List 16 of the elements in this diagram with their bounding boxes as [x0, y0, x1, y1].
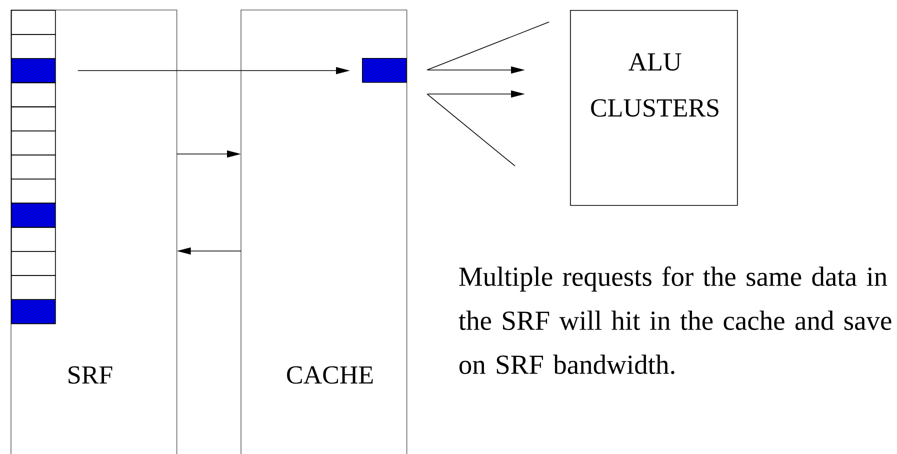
memory-column: CACHE [240, 10, 408, 454]
memory-column: SRF [10, 10, 178, 454]
register-cell [11, 34, 56, 59]
hatched-cell [11, 299, 56, 324]
cluster-box: ALU CLUSTERS [570, 10, 738, 206]
register-cell [11, 106, 56, 132]
register-cell [11, 251, 56, 276]
register-cell [11, 226, 56, 252]
register-cell [11, 82, 56, 108]
register-cell [11, 130, 56, 156]
hatched-cell [11, 58, 56, 84]
note-text: Multiple requests for the same data in the SRF will hit in the cache and save on SRF bandwidth. [458, 266, 892, 374]
register-cell [11, 178, 56, 204]
register-cell [11, 154, 56, 180]
register-cell [11, 275, 56, 300]
register-cell [11, 10, 56, 35]
